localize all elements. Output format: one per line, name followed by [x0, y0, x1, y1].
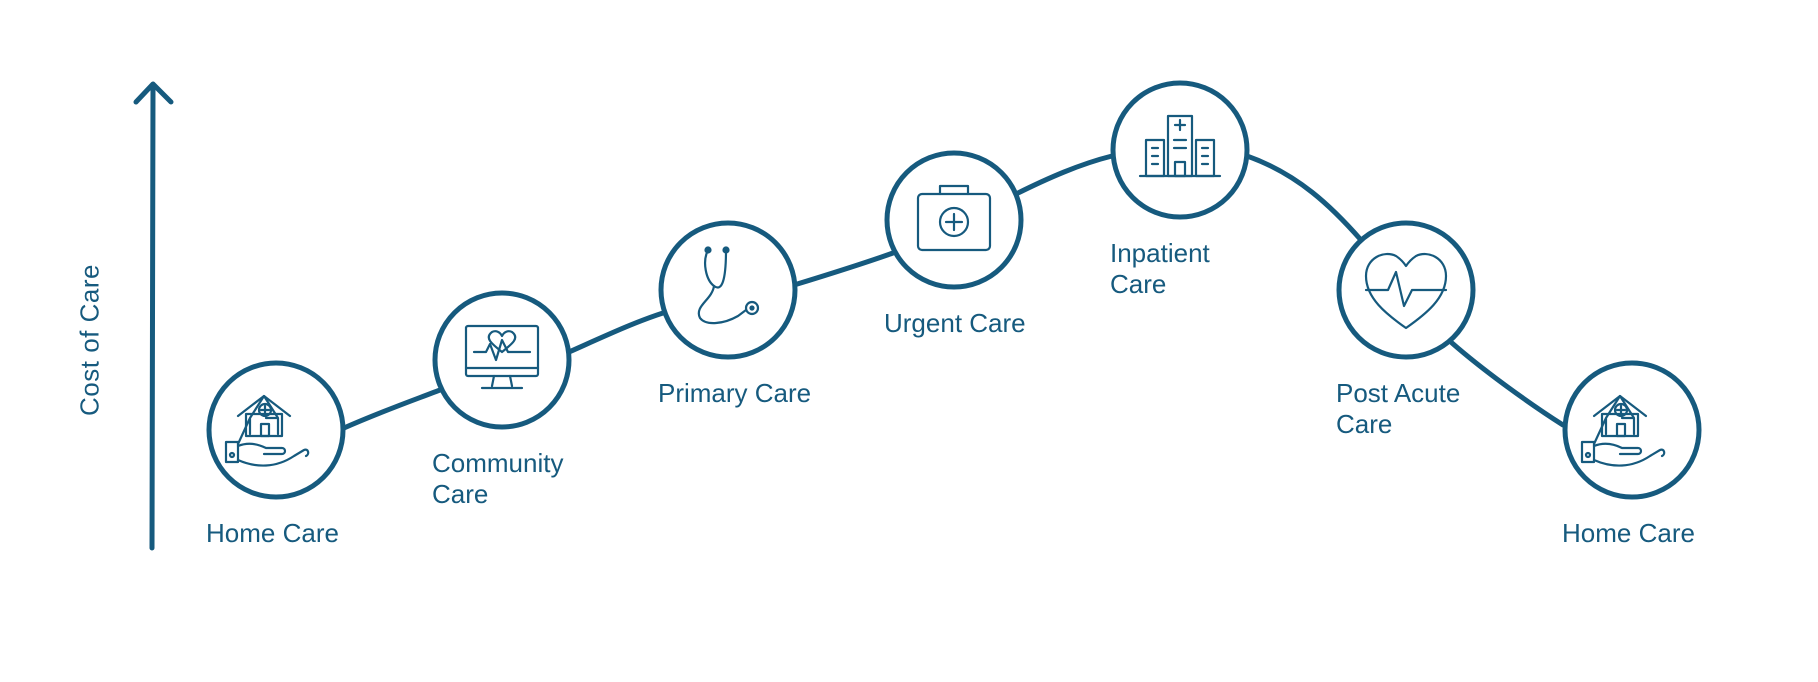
stage-label-home-care-return: Home Care [1562, 518, 1695, 549]
stethoscope-icon [697, 246, 760, 325]
stage-label-line: Care [432, 479, 489, 509]
hospital-building-icon [1138, 114, 1222, 178]
monitor-heartbeat-icon [464, 324, 540, 390]
stage-label-line: Primary Care [658, 378, 812, 408]
stage-label-line: Urgent Care [884, 308, 1026, 338]
stage-label-line: Home Care [1562, 518, 1695, 548]
stage-label-post-acute-care: Post Acute Care [1336, 378, 1460, 440]
home-care-node [206, 360, 346, 500]
stage-label-line: Community [432, 448, 564, 478]
node-circle [1336, 220, 1476, 360]
home-care-hand-icon [224, 394, 310, 467]
node-circle [1562, 360, 1702, 500]
node-circle [658, 220, 798, 360]
stage-label-line: Home Care [206, 518, 339, 548]
stage-label-line: Care [1110, 269, 1167, 299]
node-circle [206, 360, 346, 500]
community-care-node [432, 290, 572, 430]
urgent-care-node [884, 150, 1024, 290]
cost-axis-arrow [133, 81, 174, 551]
stage-label-inpatient-care: Inpatient Care [1110, 238, 1210, 300]
home-care-return-node [1562, 360, 1702, 500]
node-circle [432, 290, 572, 430]
primary-care-node [658, 220, 798, 360]
first-aid-kit-icon [916, 184, 992, 252]
post-acute-care-node [1336, 220, 1476, 360]
home-care-hand-icon [1580, 394, 1666, 467]
heart-pulse-icon [1364, 252, 1448, 330]
inpatient-care-node [1110, 80, 1250, 220]
node-circle [1110, 80, 1250, 220]
stage-label-line: Post Acute [1336, 378, 1461, 408]
cost-curve [341, 153, 1566, 431]
stage-label-community-care: Community Care [432, 448, 563, 510]
axis-title: Cost of Care [74, 264, 105, 416]
stage-label-urgent-care: Urgent Care [884, 308, 1026, 339]
stage-label-line: Care [1336, 409, 1393, 439]
stage-label-primary-care: Primary Care [658, 378, 811, 409]
stage-label-home-care: Home Care [206, 518, 339, 549]
stage-label-line: Inpatient [1110, 238, 1210, 268]
